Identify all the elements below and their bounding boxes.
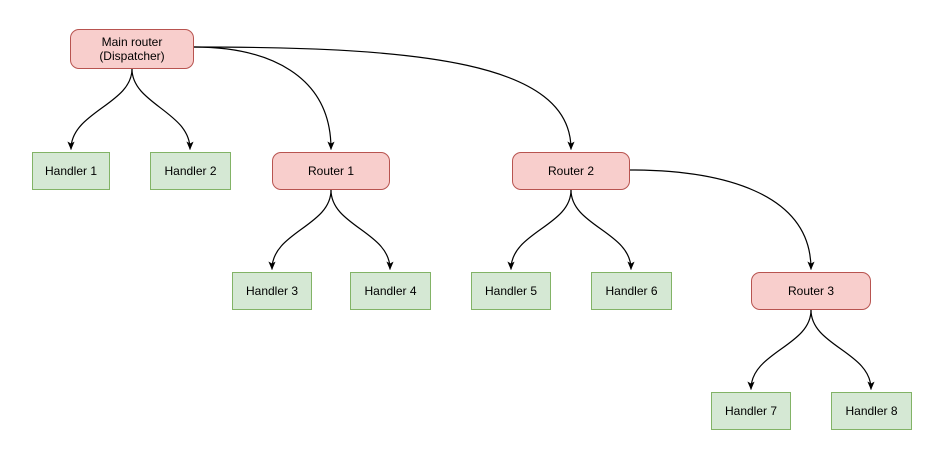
node-handler-5[interactable]: Handler 5 <box>471 272 551 310</box>
node-router-2[interactable]: Router 2 <box>512 152 630 190</box>
node-label-handler-8: Handler 8 <box>845 404 898 418</box>
diagram-edges <box>67 46 875 390</box>
node-router-3[interactable]: Router 3 <box>751 272 871 310</box>
node-label-handler-3: Handler 3 <box>245 284 299 298</box>
edge-e-main-r1 <box>193 46 335 150</box>
node-handler-8[interactable]: Handler 8 <box>831 392 912 430</box>
node-handler-6[interactable]: Handler 6 <box>591 272 672 310</box>
node-router-1[interactable]: Router 1 <box>272 152 390 190</box>
node-handler-1[interactable]: Handler 1 <box>32 152 110 190</box>
edge-e-r3-h8 <box>810 309 875 390</box>
node-handler-3[interactable]: Handler 3 <box>232 272 312 310</box>
node-label-router-1: Router 1 <box>307 164 355 178</box>
node-handler-2[interactable]: Handler 2 <box>150 152 231 190</box>
node-label-router-2: Router 2 <box>547 164 595 178</box>
edge-e-r2-h6 <box>570 189 635 270</box>
node-handler-4[interactable]: Handler 4 <box>350 272 431 310</box>
node-label-main-router: Main router (Dispatcher) <box>99 35 165 63</box>
edge-e-r1-h3 <box>268 189 332 270</box>
edge-e-r2-r3 <box>629 169 815 270</box>
node-label-handler-6: Handler 6 <box>605 284 658 298</box>
edge-e-r3-h7 <box>747 309 812 390</box>
edge-e-main-h2 <box>131 68 194 150</box>
node-label-handler-2: Handler 2 <box>164 164 217 178</box>
edge-e-main-r2 <box>193 46 575 150</box>
node-label-router-3: Router 3 <box>787 284 835 298</box>
node-label-handler-4: Handler 4 <box>364 284 417 298</box>
edge-e-r2-h5 <box>507 189 572 270</box>
node-main-router[interactable]: Main router (Dispatcher) <box>70 29 194 69</box>
node-label-handler-7: Handler 7 <box>724 404 778 418</box>
edge-e-main-h1 <box>67 68 133 150</box>
node-handler-7[interactable]: Handler 7 <box>711 392 791 430</box>
node-label-handler-5: Handler 5 <box>484 284 538 298</box>
node-label-handler-1: Handler 1 <box>44 164 98 178</box>
edge-e-r1-h4 <box>330 189 394 270</box>
